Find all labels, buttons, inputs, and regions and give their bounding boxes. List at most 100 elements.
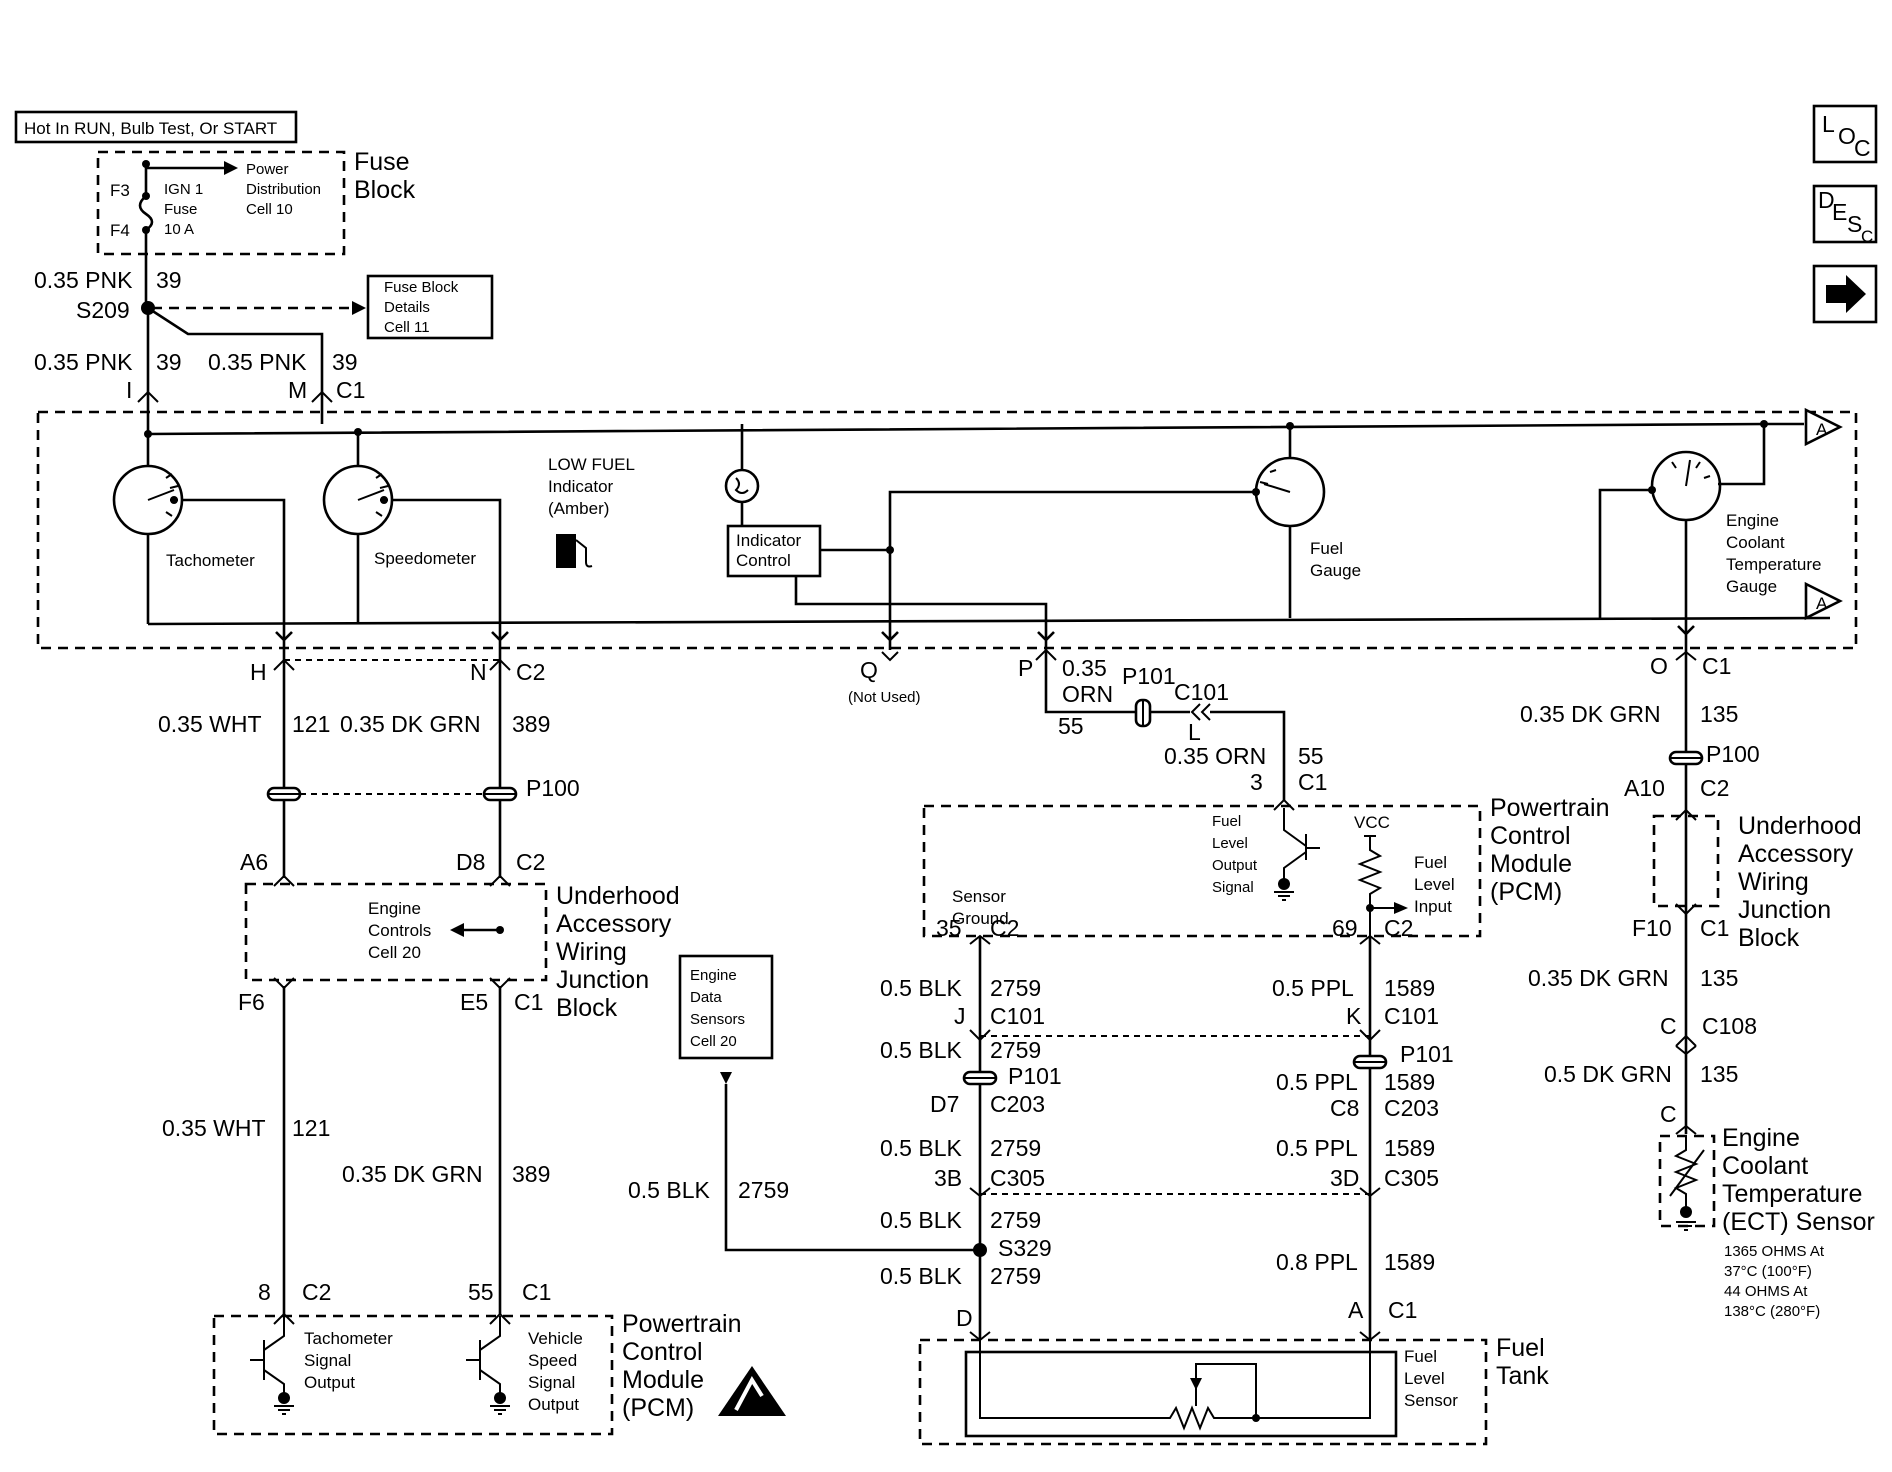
diagram-label: Output [1212,857,1258,874]
diagram-label: Indicator [548,477,614,496]
diagram-label: Control [1490,822,1571,850]
diagram-label: Accessory [556,910,672,938]
p101-connector-2759 [962,1070,998,1086]
diagram-label: Cell 11 [384,319,430,336]
diagram-label: 0.35 ORN [1164,743,1266,769]
diagram-label: (PCM) [1490,878,1562,906]
diagram-label: Control [736,551,791,570]
diagram-label: O [1650,653,1668,679]
engine-data-sensors-ref: Engine Data Sensors Cell 20 0.5 BLK 2759 [628,954,980,1252]
diagram-label: Q [860,657,878,683]
diagram-label: C2 [1700,775,1729,801]
diagram-label: Cell 20 [690,1033,737,1050]
diagram-label: Block [556,994,618,1022]
diagram-label: J [954,1003,966,1029]
diagram-label: Controls [368,921,431,940]
ect-circuit-labels: O C1 0.35 DK GRN 135 P100 A10 C2 F10 C1 … [1520,653,1760,1127]
diagram-label: Wiring [556,938,627,966]
diagram-label: Ground [952,909,1009,928]
middle-top-labels: Q (Not Used) P 0.35 ORN 55 P101 C101 L 0… [848,655,1327,795]
diagram-label: A6 [240,849,268,875]
diagram-label: Fuse [164,201,197,218]
diagram-label: A [1816,420,1828,439]
diagram-label: 39 [156,267,182,293]
underhood-junction-block-left: Underhood Accessory Wiring Junction Bloc… [244,882,680,1022]
diagram-label: C2 [990,915,1019,941]
tachometer-gauge: Tachometer [112,434,286,624]
fuel-tank: Fuel Tank Fuel Level Sensor [918,1334,1549,1446]
diagram-label: 0.35 DK GRN [342,1161,483,1187]
diagram-label: Signal [1212,879,1254,896]
diagram-label: C [1861,227,1873,246]
wire-39-labels: 0.35 PNK 39 S209 0.35 PNK 39 0.35 PNK 39… [34,267,365,403]
diagram-label: 39 [332,349,358,375]
pcm-bottom-module: Powertrain Control Module (PCM) Tachomet… [212,1310,742,1436]
diagram-label: 3D [1330,1165,1359,1191]
diagram-label: 37°C (100°F) [1724,1263,1812,1280]
diagram-label: 2759 [990,1135,1041,1161]
diagram-label: Module [1490,850,1572,878]
desc-nav-button[interactable]: D E S C [1812,184,1878,246]
diagram-label: O [1838,123,1856,149]
diagram-label: C305 [990,1165,1045,1191]
diagram-label: H [250,659,267,685]
diagram-label: C [1660,1013,1677,1039]
diagram-label: Block [1738,924,1800,952]
diagram-label: P100 [1706,741,1760,767]
diagram-label: 0.5 PPL [1276,1135,1358,1161]
diagram-label: 0.5 BLK [880,1037,962,1063]
diagram-label: LOW FUEL [548,455,635,474]
diagram-label: Sensor [1404,1391,1458,1410]
diagram-label: 135 [1700,965,1738,991]
diagram-label: P [1018,655,1033,681]
diagram-label: C1 [1700,915,1729,941]
diagram-label: Tank [1496,1362,1549,1390]
p100-connector-right [1668,750,1704,766]
diagram-label: 3B [934,1165,962,1191]
diagram-label: Power [246,161,289,178]
diagram-label: C2 [516,849,545,875]
diagram-label: P100 [526,775,580,801]
diagram-label: F10 [1632,915,1672,941]
diagram-label: 2759 [990,1037,1041,1063]
diagram-label: C [1854,135,1871,161]
diagram-label: I [126,377,132,403]
diagram-label: Temperature [1722,1180,1862,1208]
diagram-label: 1589 [1384,975,1435,1001]
fuse-block: Fuse Block F3 F4 IGN 1 Fuse 10 A Power D… [96,148,416,310]
diagram-label: Fuel [1496,1334,1545,1362]
diagram-label: 2759 [990,975,1041,1001]
diagram-label: D7 [930,1091,959,1117]
esd-warning-icon [718,1366,786,1416]
diagram-label: F3 [110,181,130,200]
diagram-label: ORN [1062,681,1113,707]
diagram-label: A [1348,1297,1364,1323]
diagram-label: 135 [1700,701,1738,727]
diagram-label: 0.5 BLK [880,1263,962,1289]
diagram-label: C [1660,1101,1677,1127]
diagram-label: Underhood [556,882,680,910]
p101-connector-1589 [1352,1054,1388,1070]
diagram-label: Output [304,1373,355,1392]
fuel-pump-icon [556,534,593,568]
diagram-label: Fuel [1310,539,1343,558]
diagram-label: Accessory [1738,840,1854,868]
diagram-label: C2 [1384,915,1413,941]
diagram-label: C203 [1384,1095,1439,1121]
p101-connector-top [1134,698,1152,728]
loc-nav-button[interactable]: L O C [1812,104,1878,164]
diagram-label: Level [1414,875,1455,894]
next-arrow-button[interactable] [1812,264,1878,324]
diagram-label: Sensor [952,887,1006,906]
diagram-label: (ECT) Sensor [1722,1208,1875,1236]
diagram-label: 0.5 PPL [1272,975,1354,1001]
diagram-label: 138°C (280°F) [1724,1303,1820,1320]
ect-gauge: Engine Coolant Temperature Gauge [1598,424,1821,618]
diagram-label: Coolant [1722,1152,1808,1180]
diagram-label: C305 [1384,1165,1439,1191]
diagram-label: C1 [1298,769,1327,795]
diagram-label: 55 [468,1279,494,1305]
diagram-label: S209 [76,297,130,323]
diagram-label: 0.8 PPL [1276,1249,1358,1275]
